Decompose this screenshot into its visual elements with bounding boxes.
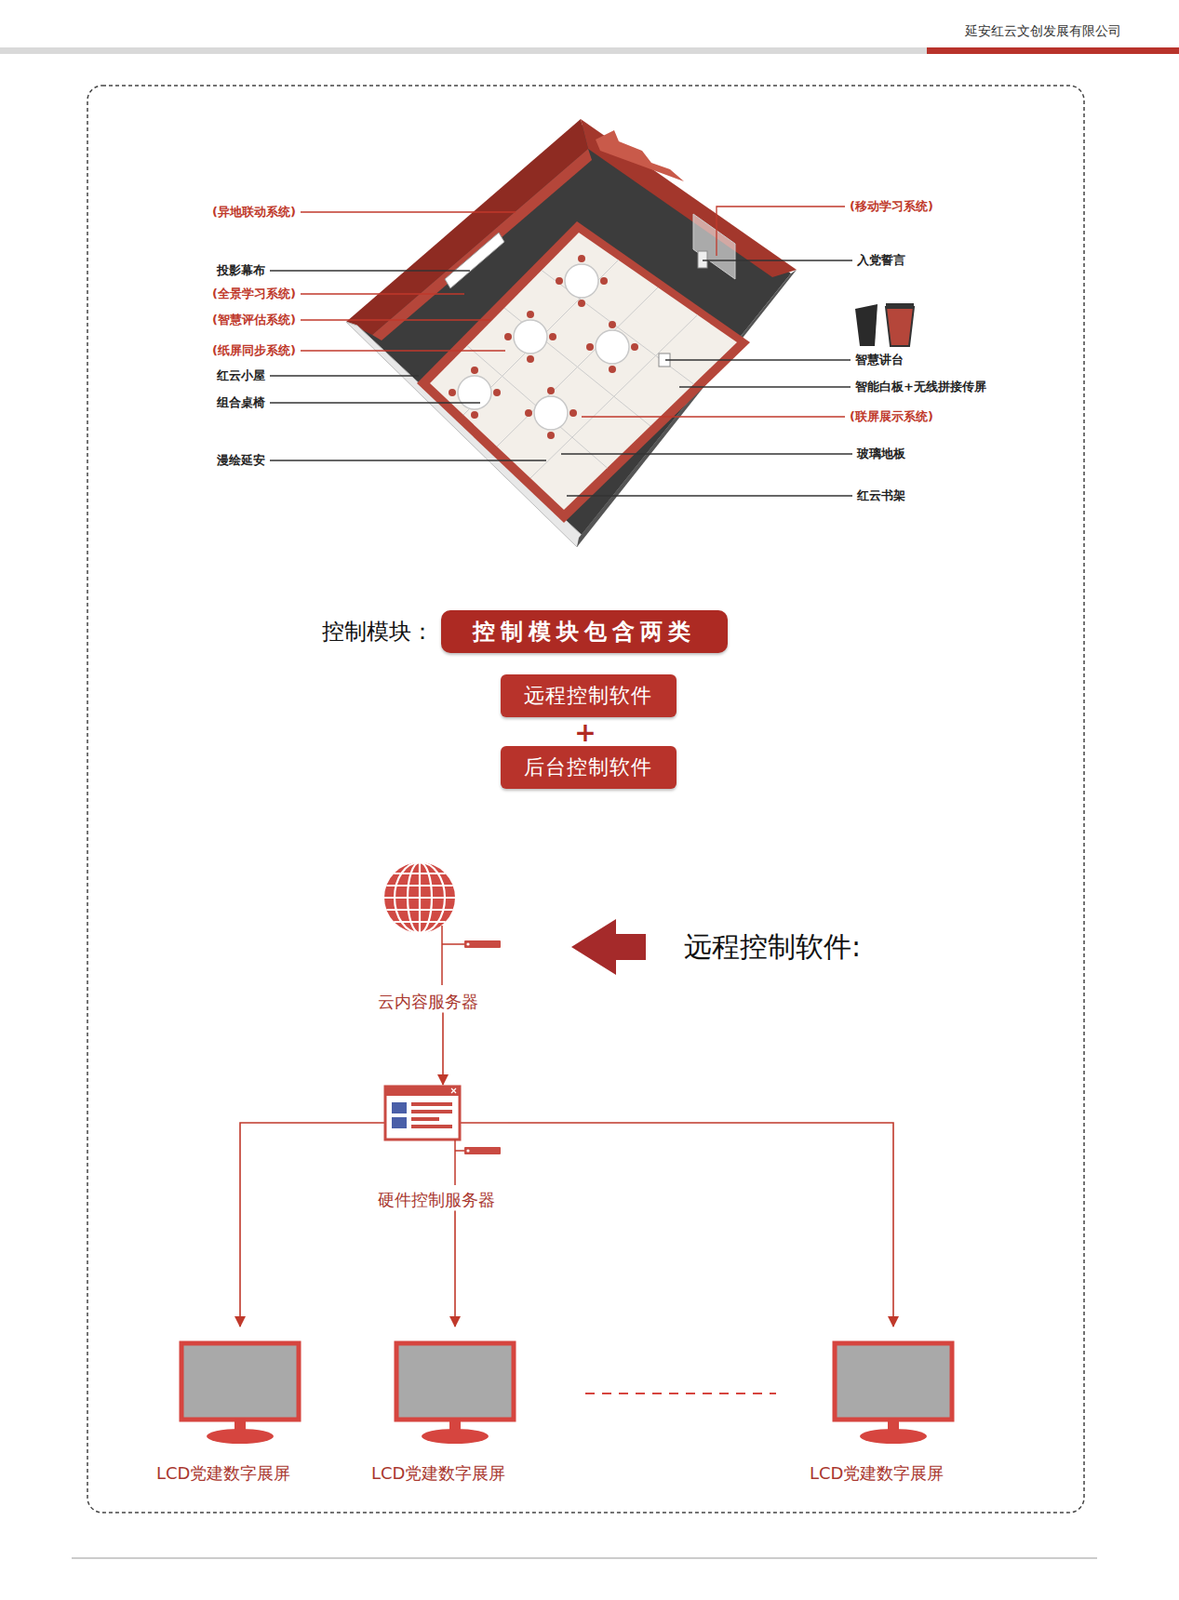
callout-label: 玻璃地板: [857, 446, 906, 462]
dashed-panel: [87, 85, 1085, 1514]
footer-rule: [71, 1557, 1098, 1559]
connector-arrow: [240, 1123, 378, 1327]
device-label: 硬件控制服务器: [377, 1189, 509, 1211]
box-text: 控制模块包含两类: [472, 616, 697, 647]
connector-arrow: [508, 1123, 894, 1327]
box-text: 远程控制软件: [523, 682, 653, 711]
device-label: LCD党建数字展屏: [156, 1462, 324, 1485]
callout-label: (智慧评估系统): [212, 312, 296, 328]
callout-label: +: [574, 717, 596, 750]
monitor-icon: [809, 1326, 978, 1463]
window-icon: [377, 1085, 509, 1190]
server-node: 云内容服务器: [377, 860, 509, 1013]
callout-label: 延安红云文创发展有限公司: [964, 23, 1122, 40]
device-label: LCD党建数字展屏: [809, 1462, 978, 1485]
callout-label: (联屏展示系统): [849, 409, 934, 425]
callout-label: 红云书架: [857, 488, 906, 504]
header-bar: [0, 47, 1179, 54]
room-illustration: [346, 119, 797, 548]
device-label: LCD党建数字展屏: [371, 1462, 539, 1485]
software-box: 远程控制软件: [500, 674, 677, 718]
callout-label: 漫绘延安: [216, 453, 266, 469]
server-node: 硬件控制服务器: [377, 1085, 509, 1211]
callout-label: 控制模块：: [321, 618, 434, 646]
monitor-node: LCD党建数字展屏: [156, 1326, 324, 1485]
connector-arrow: [454, 1210, 456, 1327]
monitor-icon: [156, 1326, 324, 1463]
callout-label: 智慧讲台: [855, 352, 904, 368]
pointer-arrow: [571, 919, 646, 976]
callout-label: (移动学习系统): [849, 199, 934, 215]
leader-lines: [269, 206, 853, 496]
callout-label: 智能白板+无线拼接传屏: [855, 379, 987, 395]
callout-label: 组合桌椅: [216, 395, 266, 411]
monitor-node: LCD党建数字展屏: [809, 1326, 978, 1485]
connector-arrow: [442, 1012, 444, 1086]
callout-label: 红云小屋: [216, 368, 266, 384]
ellipsis-dashes: [585, 1393, 777, 1395]
box-text: 后台控制软件: [523, 753, 653, 782]
device-label: 云内容服务器: [377, 991, 509, 1013]
callout-label: 入党誓言: [857, 253, 906, 268]
callout-label: (纸屏同步系统): [212, 343, 296, 359]
title-pill: 控制模块包含两类: [441, 610, 728, 654]
callout-label: 远程控制软件:: [683, 930, 861, 965]
callout-label: (全景学习系统): [212, 286, 296, 302]
monitor-node: LCD党建数字展屏: [371, 1326, 539, 1485]
globe-icon: [377, 860, 509, 992]
podium-icons: [855, 303, 914, 347]
callout-label: 投影幕布: [216, 263, 266, 279]
software-box: 后台控制软件: [500, 746, 677, 790]
monitor-icon: [371, 1326, 539, 1463]
callout-label: (异地联动系统): [212, 204, 296, 220]
header-accent: [926, 47, 1179, 54]
